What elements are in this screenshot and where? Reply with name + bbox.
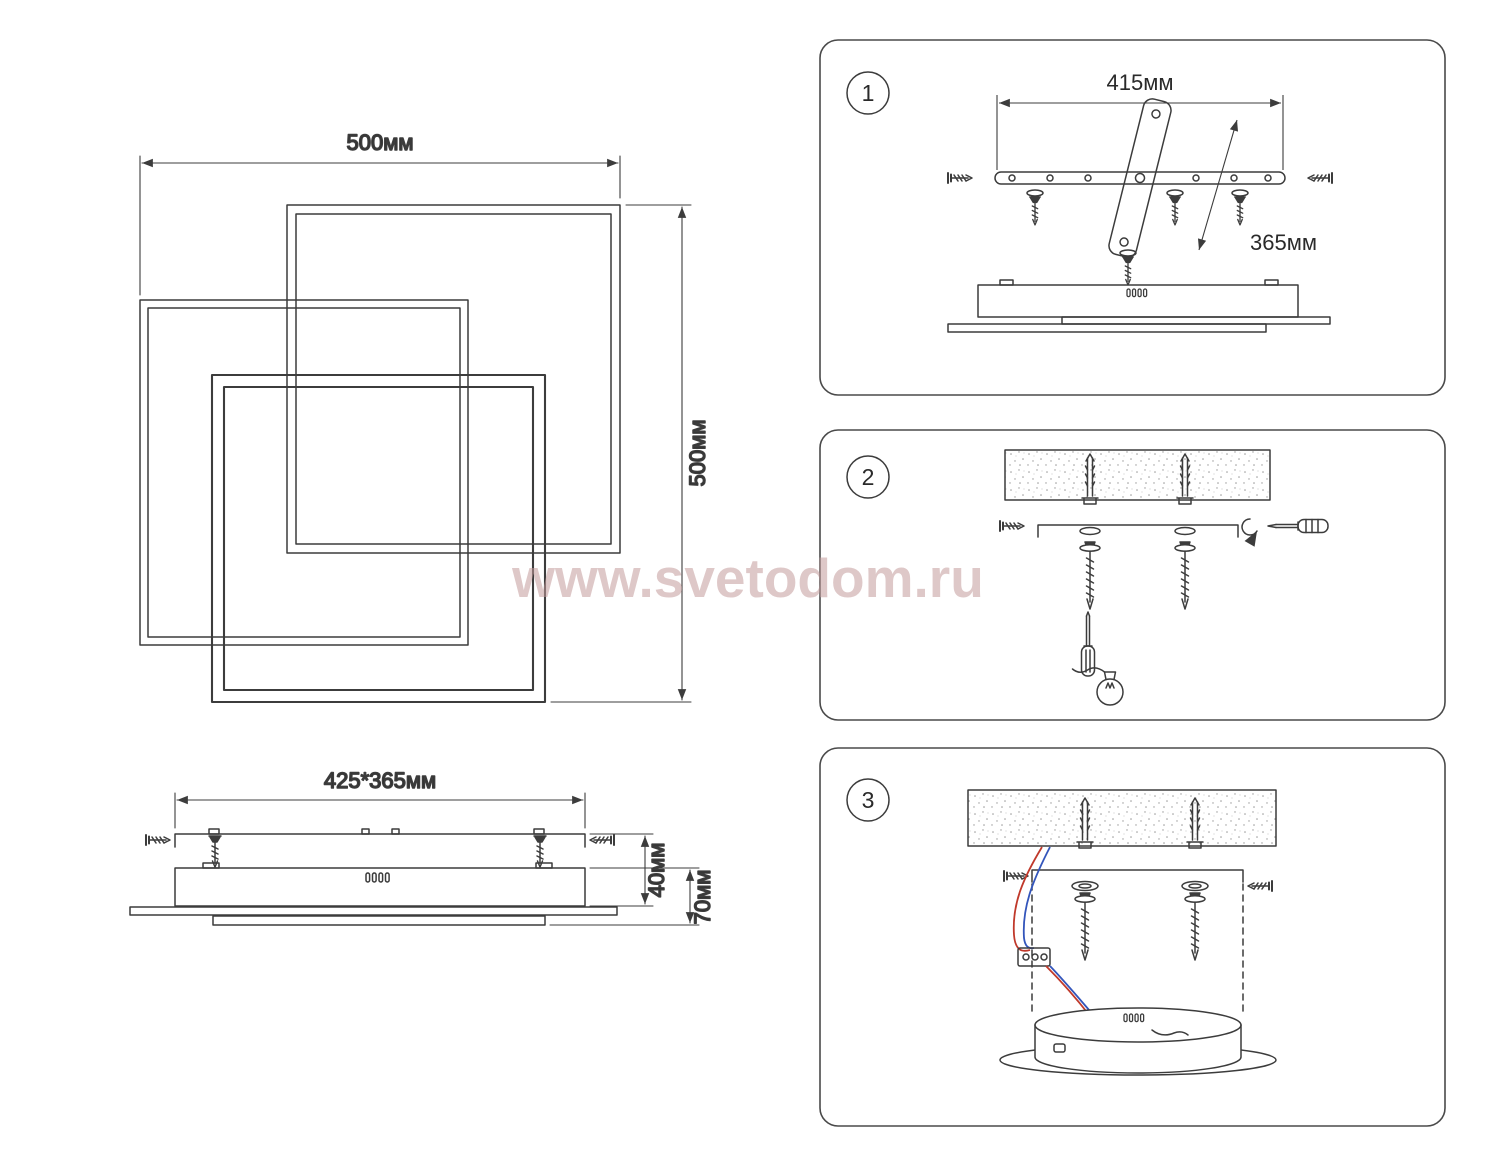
step2-screw-long-left-icon: [1079, 541, 1101, 610]
lamp-plate-lower: [212, 915, 546, 926]
step1-fasteners: [947, 172, 1333, 286]
step3-panel: 3: [819, 747, 1446, 1127]
step1-screw-v4-icon: [1121, 256, 1135, 286]
step2-number-badge: [846, 455, 890, 499]
step1-number-badge: [846, 71, 890, 115]
red-wire-lower: [1045, 965, 1091, 1017]
step3-ceiling: [967, 789, 1277, 849]
side-screw-right-icon: [589, 834, 615, 846]
step1-width-dimension: [996, 95, 1284, 170]
step2-panel: 2: [819, 429, 1446, 721]
step3-number-badge: [846, 778, 890, 822]
blue-wire: [1022, 846, 1051, 950]
frame-square-bottom: [210, 373, 547, 704]
step1-panel-border: [819, 39, 1446, 396]
step1-screw-v2-icon: [1168, 196, 1182, 226]
base-wire-curl: [1151, 1029, 1189, 1036]
front-view-drawing: 500мм 500мм: [139, 129, 711, 704]
front-width-label: 500мм: [347, 130, 414, 155]
step3-number: 3: [862, 787, 875, 813]
rotate-arrow-icon: [1241, 518, 1258, 547]
lamp-body-side: [174, 862, 586, 907]
side-height-upper-dimension: [589, 833, 654, 907]
step1-panel: 1 415мм 365мм: [819, 39, 1446, 396]
step1-screw-left-icon: [947, 172, 973, 184]
terminal-block: [1017, 947, 1051, 967]
step3-bracket: [1003, 869, 1273, 1013]
side-width-label: 425*365мм: [324, 768, 436, 793]
watermark-text: www.svetodom.ru: [511, 547, 984, 609]
lamp-base: [999, 1007, 1277, 1076]
step2-screw-left-icon: [999, 520, 1025, 532]
step1-number: 1: [862, 80, 875, 106]
lamp-plate-upper: [129, 906, 618, 916]
screwdriver-horizontal-icon: [1267, 518, 1329, 534]
side-height-total-label: 70мм: [690, 870, 715, 925]
side-height-upper-label: 40мм: [644, 843, 669, 898]
step2-panel-border: [819, 429, 1446, 721]
front-width-dimension: [139, 155, 621, 296]
light-bulb-icon: [1071, 667, 1124, 706]
step1-screw-right-icon: [1307, 172, 1333, 184]
step3-screw-long-left-icon: [1074, 892, 1096, 961]
strap-length-dimension: [1197, 119, 1239, 251]
step3-screw-right-icon: [1247, 880, 1273, 892]
step2-ceiling: [1004, 449, 1271, 505]
step1-width-label: 415мм: [1107, 70, 1174, 95]
side-view-drawing: 425*365мм 40мм: [129, 767, 716, 926]
side-screw-left-icon: [145, 834, 171, 846]
front-height-label: 500мм: [685, 420, 710, 487]
strap-length-label: 365мм: [1250, 230, 1317, 255]
step1-lamp-side-view: [947, 279, 1331, 333]
mounting-strap: [1108, 98, 1172, 258]
frame-square-left: [139, 299, 469, 646]
side-height-total-dimension: [549, 867, 700, 926]
mounting-bracket-side: [174, 828, 586, 848]
step3-panel-border: [819, 747, 1446, 1127]
step1-screw-v3-icon: [1233, 196, 1247, 226]
step2-tools: [999, 518, 1329, 706]
step3-screw-long-right-icon: [1184, 892, 1206, 961]
base-switch: [1053, 1043, 1066, 1053]
step2-bracket: [1037, 524, 1239, 538]
frame-square-top: [286, 204, 621, 554]
screwdriver-vertical-icon: [1080, 611, 1096, 677]
front-height-dimension: [550, 204, 692, 703]
step1-screw-v1-icon: [1028, 196, 1042, 226]
red-wire: [1012, 846, 1043, 952]
side-width-dimension: [174, 792, 586, 829]
step2-number: 2: [862, 464, 875, 490]
step3-wiring: [1012, 846, 1097, 1019]
step2-screw-long-right-icon: [1174, 541, 1196, 610]
